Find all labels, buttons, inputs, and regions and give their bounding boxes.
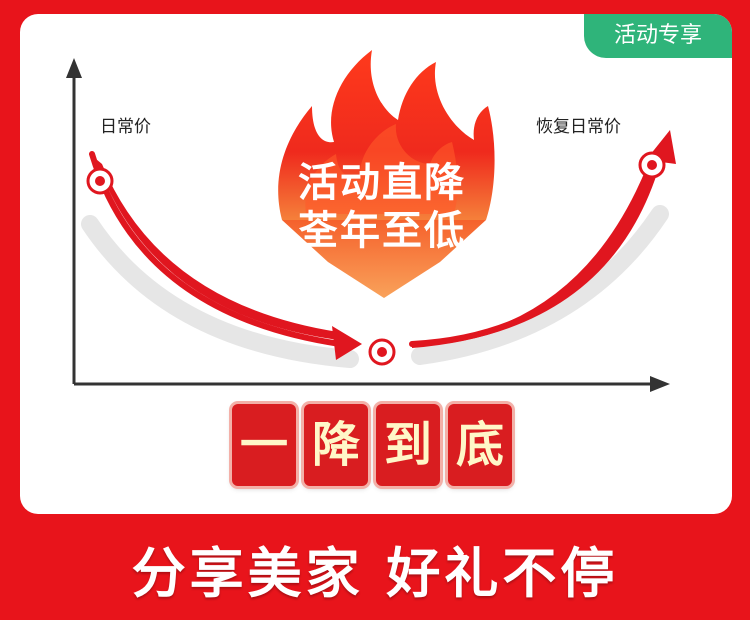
price-curve-chart	[66, 50, 676, 392]
slogan-char-1: 一	[232, 404, 296, 486]
y-axis-arrow-icon	[66, 58, 82, 78]
fire-icon	[278, 50, 495, 220]
down-arrow-head-icon	[332, 326, 362, 360]
target-icon-left	[86, 167, 114, 195]
shadow-curves	[81, 205, 669, 368]
target-icon-bottom	[368, 338, 396, 366]
restore-price-label: 恢复日常价	[536, 117, 621, 137]
target-icon-right	[638, 151, 666, 179]
regular-price-label: 日常价	[100, 117, 151, 137]
arrow-down-icon	[282, 220, 486, 298]
flame-text-line1: 活动直降	[298, 160, 466, 206]
slogan-char-4: 底	[448, 404, 512, 486]
main-panel: 活动专享	[20, 14, 732, 514]
axes	[66, 58, 670, 392]
bottom-slogan-banner: 分享美家 好礼不停	[131, 542, 619, 605]
activity-exclusive-tag: 活动专享	[584, 14, 732, 58]
flame-text-line2: 荃年至低	[298, 208, 466, 254]
falling-price-arrow	[89, 151, 362, 360]
x-axis-arrow-icon	[650, 376, 670, 392]
slogan-char-3: 到	[376, 404, 440, 486]
slogan-char-2: 降	[304, 404, 368, 486]
